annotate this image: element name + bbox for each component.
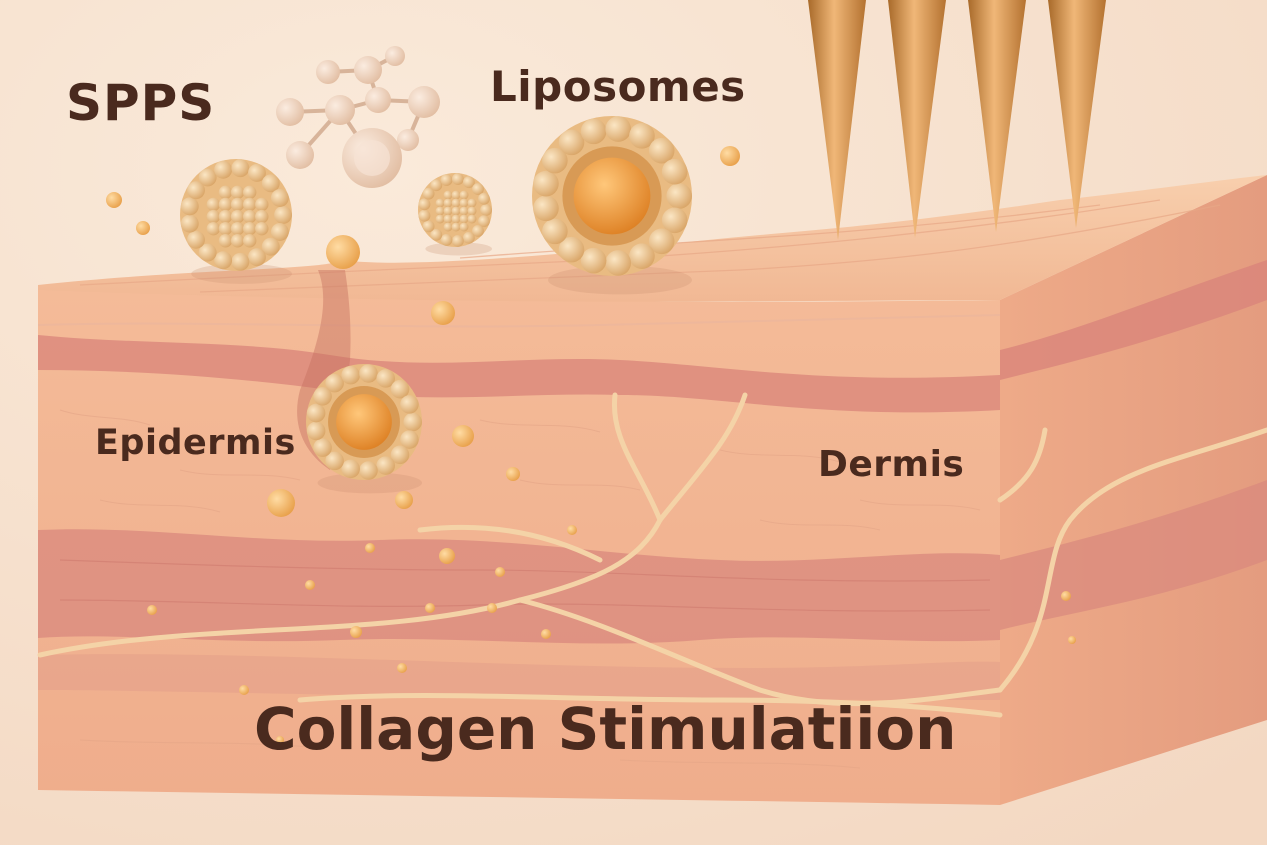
liposome-group bbox=[180, 116, 692, 494]
droplet-icon bbox=[425, 603, 435, 613]
peptide-molecule-icon bbox=[276, 46, 440, 188]
droplet-icon bbox=[487, 603, 497, 613]
spps-label: SPPS bbox=[66, 74, 216, 132]
droplet-icon bbox=[326, 235, 360, 269]
dermis-band bbox=[38, 529, 1000, 644]
droplet-icon bbox=[365, 543, 375, 553]
liposome-icon bbox=[418, 173, 493, 256]
droplet-icon bbox=[431, 301, 455, 325]
skin-top-surface bbox=[38, 175, 1267, 303]
liposome-icon bbox=[532, 116, 692, 295]
droplet-icon bbox=[276, 736, 284, 744]
microneedle-array bbox=[808, 0, 1106, 240]
droplet-icon bbox=[239, 685, 249, 695]
microneedle-icon bbox=[808, 0, 866, 240]
liposome-icon bbox=[306, 364, 422, 494]
droplet-icon bbox=[720, 146, 740, 166]
droplet-icon bbox=[506, 467, 520, 481]
droplet-group bbox=[106, 146, 1076, 744]
collagen-stimulation-label: Collagen Stimulatiion bbox=[254, 695, 957, 763]
droplet-icon bbox=[395, 491, 413, 509]
droplet-icon bbox=[1061, 591, 1071, 601]
skin-texture bbox=[59, 409, 981, 769]
droplet-icon bbox=[397, 663, 407, 673]
droplet-icon bbox=[136, 221, 150, 235]
droplet-icon bbox=[541, 629, 551, 639]
epidermis-band bbox=[38, 335, 1000, 413]
droplet-icon bbox=[305, 580, 315, 590]
microneedle-icon bbox=[968, 0, 1026, 232]
droplet-icon bbox=[452, 425, 474, 447]
droplet-icon bbox=[350, 626, 362, 638]
droplet-icon bbox=[267, 489, 295, 517]
epidermis-label: Epidermis bbox=[95, 423, 296, 463]
droplet-icon bbox=[1068, 636, 1076, 644]
microneedle-icon bbox=[888, 0, 946, 238]
dermis-label: Dermis bbox=[818, 444, 965, 485]
collagen-fibers bbox=[37, 392, 1267, 718]
microneedle-icon bbox=[1048, 0, 1106, 228]
liposome-icon bbox=[180, 159, 293, 284]
droplet-icon bbox=[439, 548, 455, 564]
droplet-icon bbox=[495, 567, 505, 577]
droplet-icon bbox=[567, 525, 577, 535]
droplet-icon bbox=[106, 192, 122, 208]
droplet-icon bbox=[147, 605, 157, 615]
liposomes-label: Liposomes bbox=[490, 62, 746, 111]
